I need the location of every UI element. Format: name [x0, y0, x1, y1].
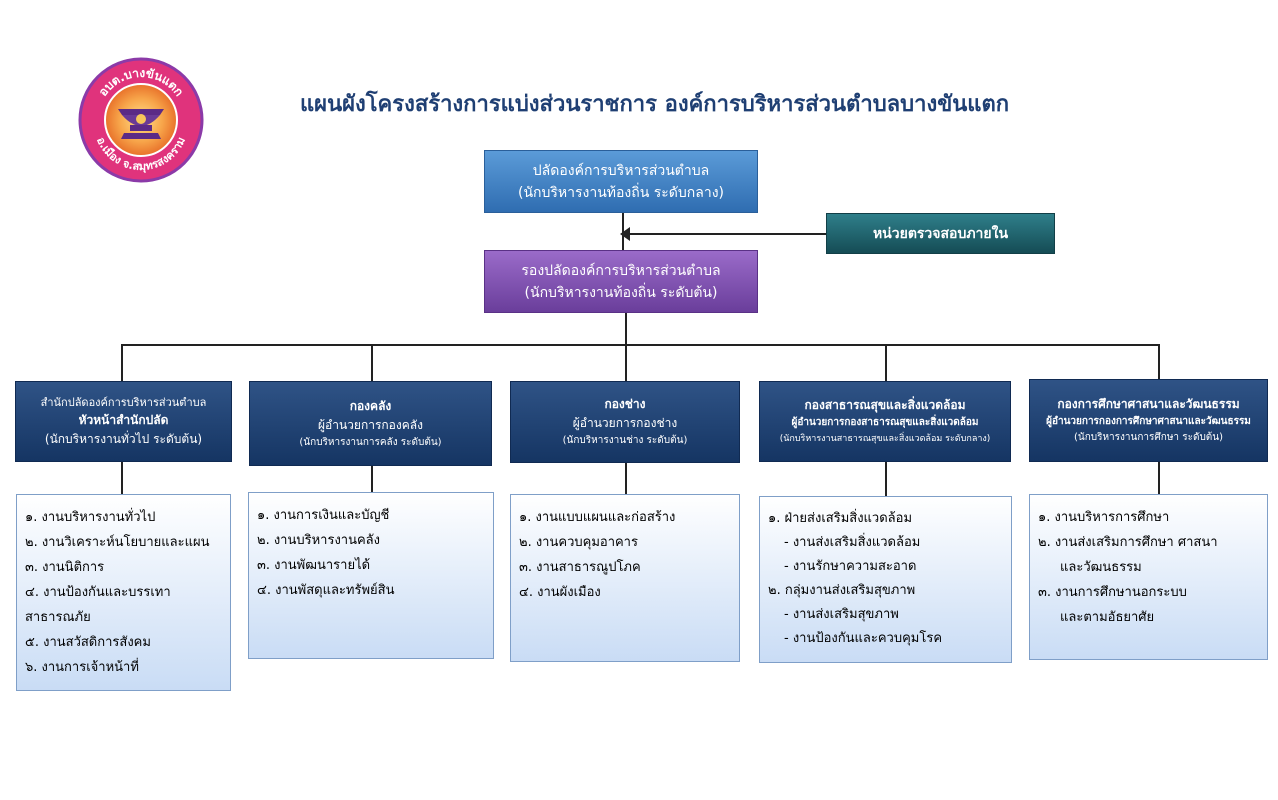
division-head: ผู้อำนวยการกองคลัง [318, 417, 423, 432]
list-item: - งานป้องกันและควบคุมโรค [784, 631, 943, 646]
page-title: แผนผังโครงสร้างการแบ่งส่วนราชการ องค์การ… [300, 92, 1010, 117]
division-head: ผู้อำนวยการกองสาธารณสุขและสิ่งแวดล้อม [791, 417, 979, 428]
list-item: และตามอัธยาศัย [1060, 610, 1155, 625]
organization-seal-logo: อบต.บางขันแตก อ.เมือง จ.สมุทรสงคราม [78, 57, 204, 183]
division-level: (นักบริหารงานการคลัง ระดับต้น) [299, 436, 442, 448]
division-name: สำนักปลัดองค์การบริหารส่วนตำบล [40, 396, 207, 409]
list-item: ๕. งานสวัสดิการสังคม [25, 635, 151, 650]
list-item: - งานส่งเสริมสิ่งแวดล้อม [784, 535, 921, 550]
division-level: (นักบริหารงานสาธารณสุขและสิ่งแวดล้อม ระด… [779, 434, 991, 444]
division-task-list-5: ๑. งานบริหารการศึกษา ๒. งานส่งเสริมการศึ… [1029, 494, 1268, 660]
list-item: และวัฒนธรรม [1060, 560, 1142, 575]
division-box-public-health: กองสาธารณสุขและสิ่งแวดล้อม ผู้อำนวยการกอ… [759, 381, 1011, 462]
division-head: ผู้อำนวยการกองการศึกษาศาสนาและวัฒนธรรม [1046, 416, 1251, 427]
division-task-list-3: ๑. งานแบบแผนและก่อสร้าง ๒. งานควบคุมอาคา… [510, 494, 740, 662]
list-item: ๓. งานพัฒนารายได้ [257, 558, 371, 573]
arrowhead-icon [620, 227, 630, 241]
division-level: (นักบริหารงานการศึกษา ระดับต้น) [1073, 432, 1224, 443]
connector-drop-4 [885, 344, 887, 381]
deputy-administrator-box: รองปลัดองค์การบริหารส่วนตำบล (นักบริหารง… [484, 250, 758, 313]
list-item: สาธารณภัย [25, 610, 91, 625]
list-item: ๖. งานการเจ้าหน้าที่ [25, 660, 139, 675]
list-item: ๒. งานส่งเสริมการศึกษา ศาสนา [1038, 535, 1218, 550]
connector-drop-2 [371, 344, 373, 381]
list-item: - งานส่งเสริมสุขภาพ [784, 607, 899, 622]
division-name: กองสาธารณสุขและสิ่งแวดล้อม [804, 398, 966, 412]
division-task-list-1: ๑. งานบริหารงานทั่วไป ๒. งานวิเคราะห์นโย… [16, 494, 231, 691]
connector-drop-3 [625, 344, 627, 381]
list-item: ๔. งานผังเมือง [519, 585, 601, 600]
chief-administrator-box: ปลัดองค์การบริหารส่วนตำบล (นักบริหารงานท… [484, 150, 758, 213]
list-item: ๔. งานป้องกันและบรรเทา [25, 585, 171, 600]
connector-audit [626, 233, 826, 235]
list-item: ๓. งานการศึกษานอกระบบ [1038, 585, 1187, 600]
division-name: กองการศึกษาศาสนาและวัฒนธรรม [1057, 397, 1240, 411]
division-head: ผู้อำนวยการกองช่าง [572, 416, 678, 430]
list-item: ๒. งานควบคุมอาคาร [519, 535, 638, 550]
list-item: ๓. งานสาธารณูปโภค [519, 560, 641, 575]
internal-audit-box: หน่วยตรวจสอบภายใน [826, 213, 1055, 254]
division-head: หัวหน้าสำนักปลัด [78, 413, 169, 427]
connector-drop-1 [121, 344, 123, 381]
connector-div5-list [1158, 462, 1160, 494]
connector-div4-list [885, 462, 887, 496]
list-item: - งานรักษาความสะอาด [784, 559, 917, 574]
list-item: ๔. งานพัสดุและทรัพย์สิน [257, 583, 395, 598]
list-item: ๒. งานบริหารงานคลัง [257, 533, 380, 548]
list-item: ๑. งานบริหารการศึกษา [1038, 510, 1170, 525]
division-box-education: กองการศึกษาศาสนาและวัฒนธรรม ผู้อำนวยการก… [1029, 379, 1268, 462]
division-task-list-2: ๑. งานการเงินและบัญชี ๒. งานบริหารงานคลั… [248, 492, 494, 659]
internal-audit-label: หน่วยตรวจสอบภายใน [872, 225, 1009, 242]
chief-level: (นักบริหารงานท้องถิ่น ระดับกลาง) [518, 184, 724, 201]
chief-title: ปลัดองค์การบริหารส่วนตำบล [532, 162, 710, 179]
list-item: ๑. งานบริหารงานทั่วไป [25, 510, 156, 525]
division-box-engineering: กองช่าง ผู้อำนวยการกองช่าง (นักบริหารงาน… [510, 381, 740, 463]
division-name: กองช่าง [604, 397, 646, 411]
list-item: ๑. งานแบบแผนและก่อสร้าง [519, 510, 676, 525]
deputy-level: (นักบริหารงานท้องถิ่น ระดับต้น) [524, 284, 718, 301]
division-box-finance: กองคลัง ผู้อำนวยการกองคลัง (นักบริหารงาน… [249, 381, 492, 466]
list-item: ๓. งานนิติการ [25, 560, 105, 575]
division-box-office-of-permanent-secretary: สำนักปลัดองค์การบริหารส่วนตำบล หัวหน้าสำ… [15, 381, 232, 462]
division-level: (นักบริหารงานทั่วไป ระดับต้น) [44, 432, 203, 446]
division-level: (นักบริหารงานช่าง ระดับต้น) [562, 435, 688, 446]
connector-deputy-bus [625, 313, 627, 346]
connector-horizontal-bus [121, 344, 1160, 346]
list-item: ๒. กลุ่มงานส่งเสริมสุขภาพ [768, 583, 916, 598]
connector-div3-list [625, 463, 627, 494]
list-item: ๑. ฝ่ายส่งเสริมสิ่งแวดล้อม [768, 511, 913, 526]
list-item: ๑. งานการเงินและบัญชี [257, 508, 390, 523]
connector-div1-list [121, 462, 123, 494]
connector-drop-5 [1158, 344, 1160, 379]
list-item: ๒. งานวิเคราะห์นโยบายและแผน [25, 535, 210, 550]
division-name: กองคลัง [349, 398, 392, 413]
division-task-list-4: ๑. ฝ่ายส่งเสริมสิ่งแวดล้อม - งานส่งเสริม… [759, 496, 1012, 663]
deputy-title: รองปลัดองค์การบริหารส่วนตำบล [521, 262, 721, 279]
connector-div2-list [371, 466, 373, 492]
